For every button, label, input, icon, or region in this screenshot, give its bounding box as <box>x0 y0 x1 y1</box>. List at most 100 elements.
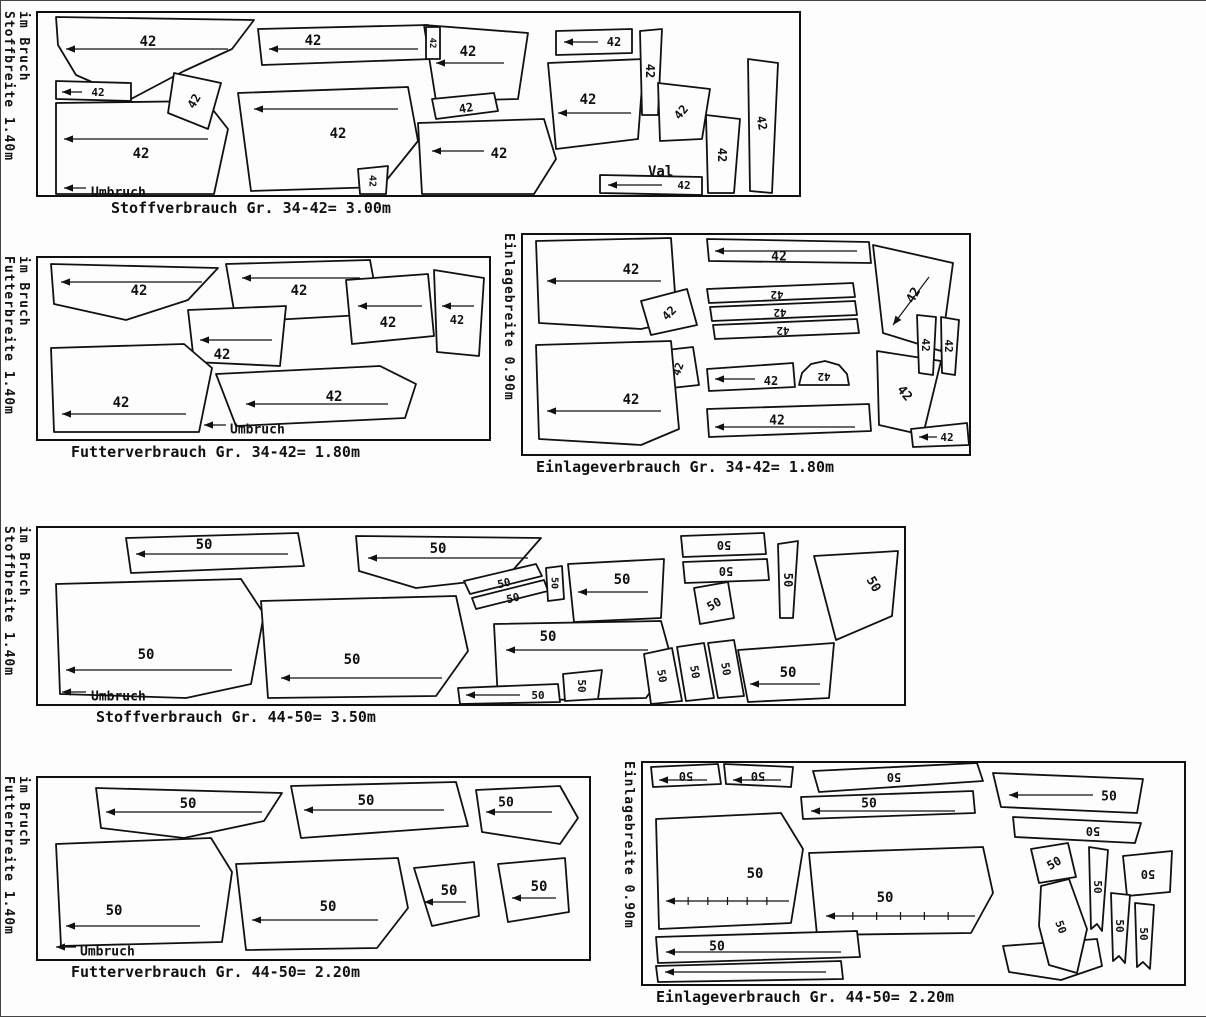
annotation-text: Val <box>648 164 673 180</box>
pattern-piece <box>798 360 850 386</box>
pattern-piece <box>682 558 770 584</box>
pattern-piece <box>712 318 860 340</box>
piece-size-label: 50 <box>441 883 458 899</box>
pattern-piece <box>650 763 722 788</box>
piece-size-label: 42 <box>291 283 308 299</box>
piece-size-label: 42 <box>491 146 508 162</box>
pattern-piece <box>707 639 745 699</box>
arrowhead <box>56 943 65 951</box>
fabric-width-label: Stoffbreite 1.40m im Bruch <box>1 526 31 706</box>
piece-size-label: 50 <box>717 538 731 552</box>
pattern-piece <box>463 563 543 595</box>
piece-size-label: 50 <box>138 647 155 663</box>
piece-size-label: 42 <box>769 414 785 429</box>
piece-size-label: 42 <box>940 431 953 444</box>
piece-size-label: 42 <box>326 389 343 405</box>
piece-size-label: 50 <box>781 573 795 587</box>
fabric-width-line-1: Futterbreite 1.40m <box>1 256 16 415</box>
arrowhead <box>442 302 451 310</box>
arrowhead <box>547 277 556 285</box>
pattern-piece <box>639 28 663 116</box>
piece-size-label: 42 <box>904 285 925 306</box>
pattern-piece <box>657 82 711 142</box>
piece-size-label: 50 <box>719 564 733 578</box>
arrowhead <box>246 400 255 408</box>
pattern-piece <box>1122 850 1173 897</box>
pattern-piece <box>345 273 435 345</box>
piece-size-label: 50 <box>1086 824 1100 838</box>
arrowhead <box>547 407 556 415</box>
annotation-text: Umbruch <box>80 945 135 960</box>
pattern-piece <box>737 642 835 703</box>
pattern-piece <box>640 288 698 336</box>
piece-size-label: 50 <box>747 866 764 882</box>
piece-size-label: 42 <box>214 347 231 363</box>
piece-size-label: 50 <box>575 679 588 692</box>
piece-size-label: 50 <box>718 661 733 676</box>
pattern-piece <box>50 343 213 433</box>
arrowhead <box>66 922 75 930</box>
pattern-piece <box>55 578 265 699</box>
arrowhead <box>715 247 724 255</box>
pattern-piece <box>257 24 433 66</box>
pattern-piece <box>1038 878 1088 974</box>
pattern-piece <box>357 165 389 195</box>
arrowhead <box>578 588 587 596</box>
piece-size-label: 50 <box>106 903 123 919</box>
arrowhead <box>136 550 145 558</box>
panel-border <box>641 761 1186 986</box>
piece-size-label: 42 <box>817 370 830 383</box>
piece-size-label: 50 <box>358 793 375 809</box>
arrowhead <box>826 912 835 920</box>
piece-size-label: 50 <box>320 899 337 915</box>
arrowhead <box>62 410 71 418</box>
pattern-piece <box>1134 902 1155 970</box>
piece-size-label: 42 <box>133 146 150 162</box>
panel-caption: Futterverbrauch Gr. 34-42= 1.80m <box>71 443 360 461</box>
piece-size-label: 42 <box>677 179 690 192</box>
pattern-piece <box>457 683 561 705</box>
piece-size-label: 50 <box>196 537 213 553</box>
piece-size-label: 42 <box>607 35 621 49</box>
pattern-piece <box>676 642 715 702</box>
piece-size-label: 42 <box>764 374 778 388</box>
piece-size-label: 50 <box>877 890 894 906</box>
pattern-piece <box>1110 892 1131 964</box>
piece-size-label: 50 <box>498 796 514 811</box>
piece-size-label: 42 <box>643 64 657 78</box>
pattern-piece <box>125 532 305 574</box>
panel-caption: Stoffverbrauch Gr. 34-42= 3.00m <box>111 199 391 217</box>
arrowhead <box>432 147 441 155</box>
pattern-piece <box>777 540 799 619</box>
panel-caption: Einlageverbrauch Gr. 44-50= 2.20m <box>656 988 955 1006</box>
panel-caption: Einlageverbrauch Gr. 34-42= 1.80m <box>536 458 835 476</box>
arrowhead <box>558 109 567 117</box>
pattern-piece <box>55 80 132 102</box>
piece-size-label: 50 <box>531 689 544 702</box>
panel-border <box>36 256 491 441</box>
piece-size-label: 50 <box>344 652 361 668</box>
pattern-piece <box>260 595 469 699</box>
pattern-piece <box>417 118 557 195</box>
piece-size-label: 50 <box>1137 927 1150 940</box>
arrowhead <box>436 59 445 67</box>
arrowhead <box>64 184 73 192</box>
pattern-piece <box>535 340 680 446</box>
arrowhead <box>62 88 71 96</box>
arrowhead <box>486 808 495 816</box>
fabric-width-line-1: Stoffbreite 1.40m <box>1 526 16 677</box>
pattern-piece <box>808 846 994 936</box>
piece-size-label: 42 <box>91 86 104 99</box>
piece-size-label: 50 <box>430 541 447 557</box>
piece-size-label: 42 <box>330 126 347 142</box>
piece-size-label: 42 <box>305 33 322 49</box>
piece-size-label: 42 <box>580 92 597 108</box>
arrowhead <box>242 274 251 282</box>
arrowhead <box>733 776 742 784</box>
